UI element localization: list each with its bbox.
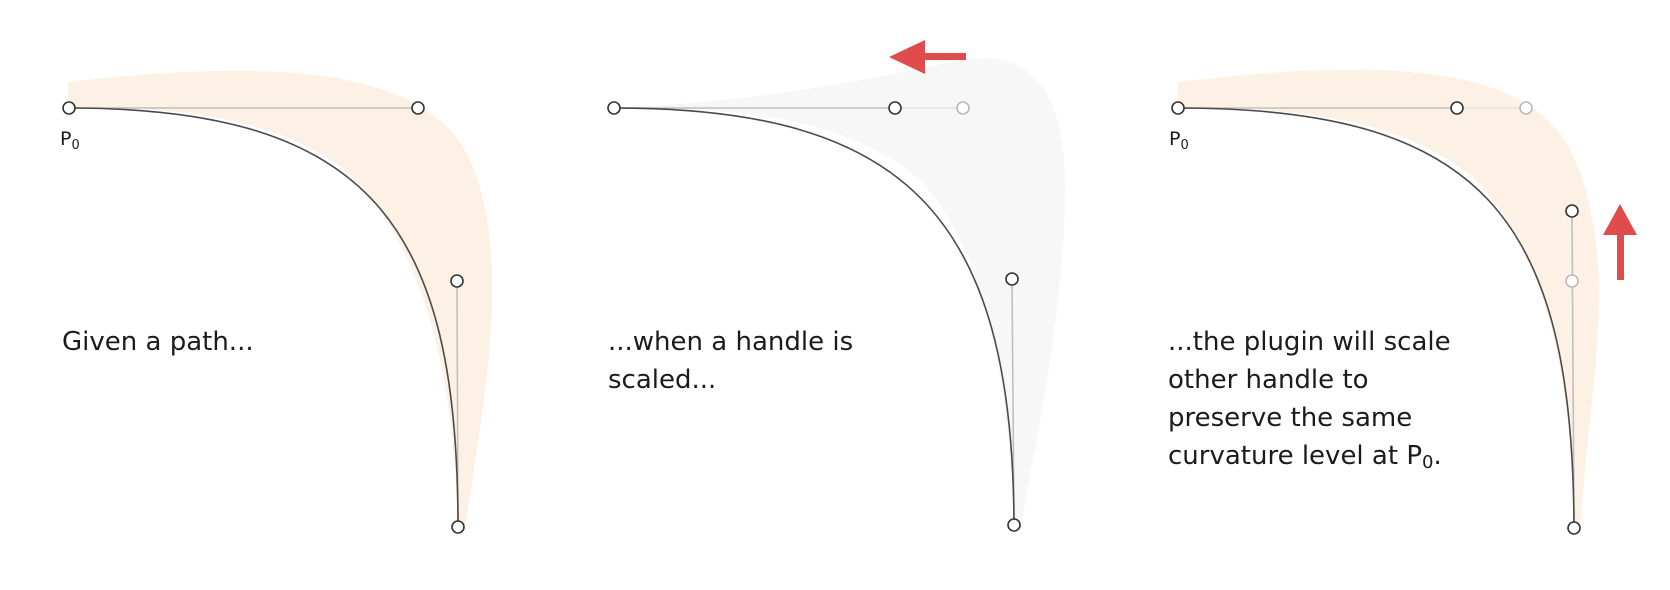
scale-arrow-up-icon: [1603, 204, 1637, 280]
anchor-point-p0-3[interactable]: [1171, 101, 1185, 115]
anchor-point-end-3[interactable]: [1567, 521, 1581, 535]
curvature-region-1: [68, 70, 493, 530]
handle-point-original-vertical-3: [1565, 274, 1579, 288]
caption-panel-1: Given a path...: [62, 327, 254, 357]
curvature-region-3: [1178, 69, 1599, 530]
bezier-curve-3: [1177, 107, 1575, 529]
panel-2: ...when a handle is scaled...: [607, 40, 1065, 532]
handle-line-vertical-3: [1571, 210, 1575, 529]
handle-point-horizontal-2[interactable]: [888, 101, 902, 115]
scale-arrow-left-icon: [889, 40, 966, 74]
panel-3: P0 ...the plugin will scale other handle…: [1168, 69, 1637, 535]
handle-point-original-2: [956, 101, 970, 115]
handle-point-vertical-1[interactable]: [450, 274, 464, 288]
caption-panel-3: ...the plugin will scale other handle to…: [1168, 327, 1459, 473]
anchor-point-end-1[interactable]: [451, 520, 465, 534]
handle-point-horizontal-1[interactable]: [411, 101, 425, 115]
curvature-region-2: [615, 58, 1065, 530]
bezier-curve-1: [68, 107, 459, 528]
anchor-point-end-2[interactable]: [1007, 518, 1021, 532]
handle-point-horizontal-3[interactable]: [1450, 101, 1464, 115]
panel-1: P0 Given a path...: [60, 70, 493, 534]
anchor-point-p0-2[interactable]: [607, 101, 621, 115]
point-label-p0-1: P0: [60, 128, 80, 153]
handle-point-original-horizontal-3: [1519, 101, 1533, 115]
handle-point-vertical-3[interactable]: [1565, 204, 1579, 218]
point-label-p0-3: P0: [1169, 128, 1189, 153]
bezier-curve-2: [613, 107, 1015, 526]
caption-panel-2: ...when a handle is scaled...: [608, 327, 861, 395]
anchor-point-p0-1[interactable]: [62, 101, 76, 115]
handle-point-vertical-2[interactable]: [1005, 272, 1019, 286]
